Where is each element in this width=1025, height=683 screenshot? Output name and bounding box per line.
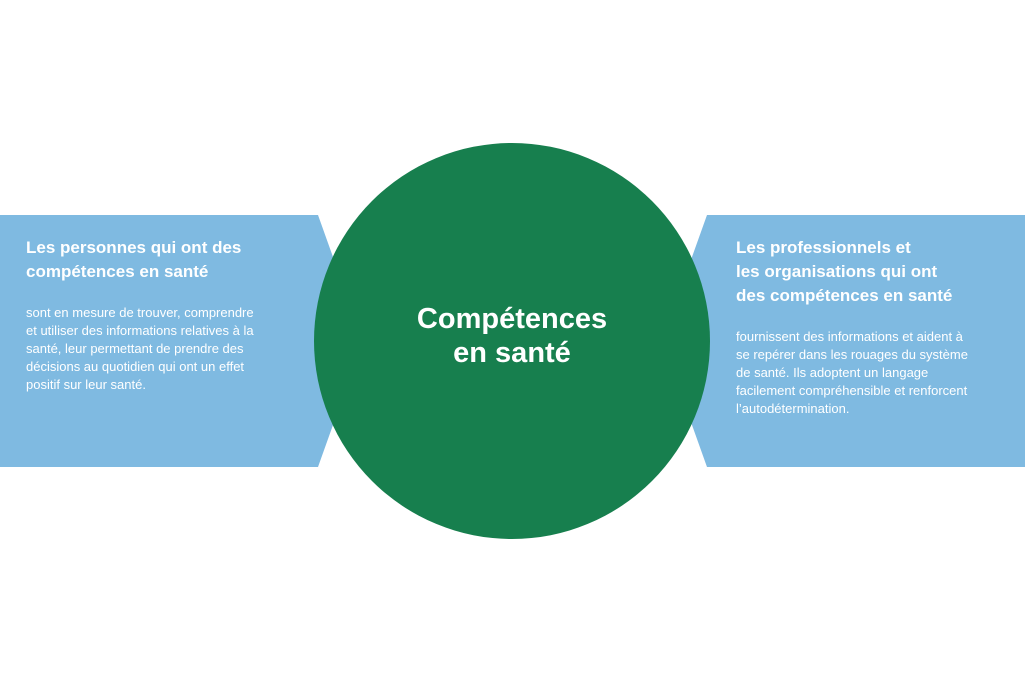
center-circle bbox=[314, 143, 710, 539]
right-panel-title: Les professionnels et les organisations … bbox=[736, 238, 953, 305]
left-panel-text: Les personnes qui ont des compétences en… bbox=[26, 236, 316, 394]
right-panel-body: fournissent des informations et aident à… bbox=[736, 329, 968, 416]
left-panel-body: sont en mesure de trouver, comprendre et… bbox=[26, 305, 254, 392]
left-arrow-panel bbox=[0, 215, 363, 467]
left-panel-title: Les personnes qui ont des compétences en… bbox=[26, 238, 242, 281]
right-arrow-panel bbox=[662, 215, 1025, 467]
right-panel-text: Les professionnels et les organisations … bbox=[736, 236, 1016, 418]
center-title: Compétences en santé bbox=[416, 303, 608, 369]
